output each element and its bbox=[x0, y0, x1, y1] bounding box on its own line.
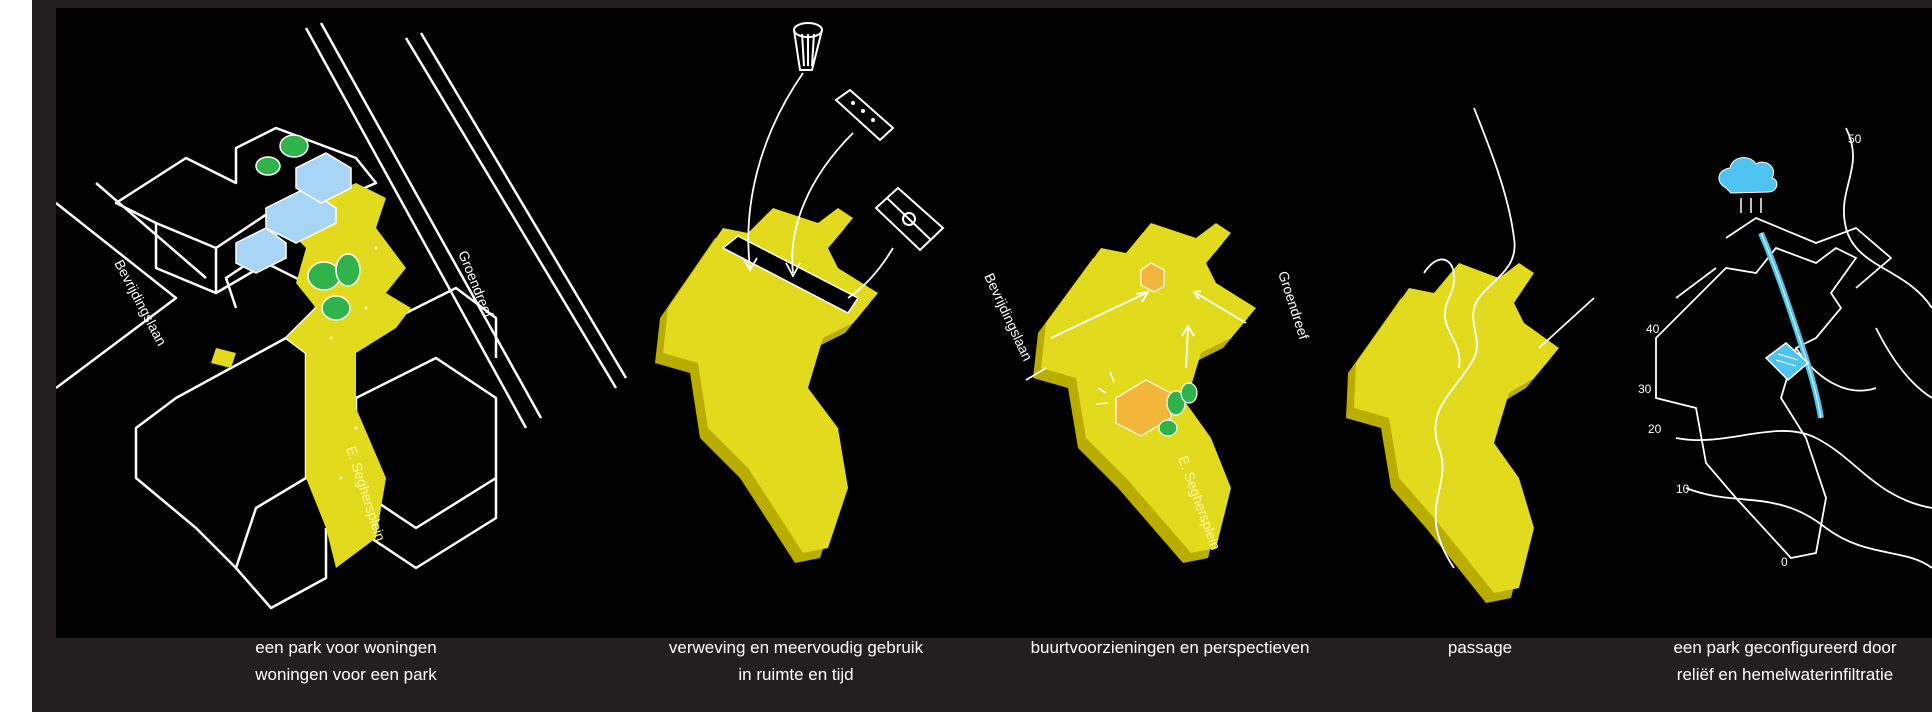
panel-2-drawing bbox=[638, 8, 956, 638]
contour-label-30: 30 bbox=[1638, 382, 1652, 396]
caption-line: een park voor woningen bbox=[186, 634, 506, 661]
street-line bbox=[56, 203, 176, 388]
caption-line: woningen voor een park bbox=[186, 661, 506, 688]
panel-3-drawing: Bevrijdingslaan Groendreef E. Seghersple… bbox=[956, 8, 1344, 638]
contour-label-20: 20 bbox=[1648, 422, 1662, 436]
panel-relief-infiltration: 50 40 30 20 10 0 bbox=[1616, 8, 1932, 638]
sports-field-icon bbox=[876, 188, 943, 250]
panel-neighbourhood-facilities: Bevrijdingslaan Groendreef E. Seghersple… bbox=[956, 8, 1344, 638]
panel-passage bbox=[1344, 8, 1616, 638]
contour-label-0: 0 bbox=[1781, 555, 1788, 569]
caption-panel-5: een park geconfigureerd door reliëf en h… bbox=[1640, 634, 1930, 688]
stool-icon bbox=[794, 23, 822, 70]
caption-panel-3: buurtvoorzieningen en perspectieven bbox=[1010, 634, 1330, 661]
caption-line: buurtvoorzieningen en perspectieven bbox=[1010, 634, 1330, 661]
panel-4-drawing bbox=[1344, 8, 1616, 638]
caption-line: reliëf en hemelwaterinfiltratie bbox=[1640, 661, 1930, 688]
caption-line: een park geconfigureerd door bbox=[1640, 634, 1930, 661]
caption-line: passage bbox=[1420, 634, 1540, 661]
contour-label-10: 10 bbox=[1676, 482, 1690, 496]
caption-panel-2: verweving en meervoudig gebruik in ruimt… bbox=[626, 634, 966, 688]
caption-line: verweving en meervoudig gebruik bbox=[626, 634, 966, 661]
bench-icon bbox=[836, 90, 893, 140]
contour-label-50: 50 bbox=[1848, 132, 1862, 146]
street-label-groendreef: Groendreef bbox=[1275, 269, 1312, 341]
panel-5-drawing: 50 40 30 20 10 0 bbox=[1616, 8, 1932, 638]
caption-panel-4: passage bbox=[1420, 634, 1540, 661]
street-label-bevrijdingslaan: Bevrijdingslaan bbox=[981, 271, 1036, 364]
caption-line: in ruimte en tijd bbox=[626, 661, 966, 688]
caption-panel-1: een park voor woningen woningen voor een… bbox=[186, 634, 506, 688]
panel-park-for-housing: Bevrijdingslaan Groendreef E. Seghersple… bbox=[56, 8, 638, 638]
contour-label-40: 40 bbox=[1646, 322, 1660, 336]
cloud-icon bbox=[1719, 158, 1777, 213]
panel-1-drawing: Bevrijdingslaan Groendreef E. Seghersple… bbox=[56, 8, 638, 638]
panel-interweaving bbox=[638, 8, 956, 638]
